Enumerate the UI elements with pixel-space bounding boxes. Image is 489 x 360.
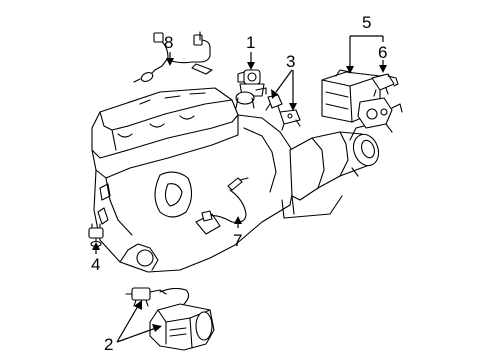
- sensor-wire-7: [201, 177, 249, 223]
- callout-2: 2: [104, 335, 113, 354]
- callout-3: 3: [286, 52, 295, 71]
- callout-4: 4: [91, 255, 100, 274]
- callout-7: 7: [233, 231, 242, 250]
- canister-assembly-2: [125, 287, 215, 351]
- sensor-6: [371, 73, 399, 97]
- callout-6: 6: [378, 43, 387, 62]
- vacuum-valve-1: [235, 69, 267, 109]
- callout-5: 5: [362, 13, 371, 32]
- vacuum-valve-3: [265, 94, 301, 131]
- engine-assembly: [91, 87, 380, 273]
- leader-lines: [92, 35, 387, 343]
- oxygen-sensor-harness-8: [133, 31, 213, 83]
- callout-8: 8: [164, 33, 173, 52]
- callout-labels: 8 1 3 5 6 7 4 2: [91, 13, 387, 354]
- charcoal-canister-5: [321, 69, 403, 133]
- callout-1: 1: [246, 33, 255, 52]
